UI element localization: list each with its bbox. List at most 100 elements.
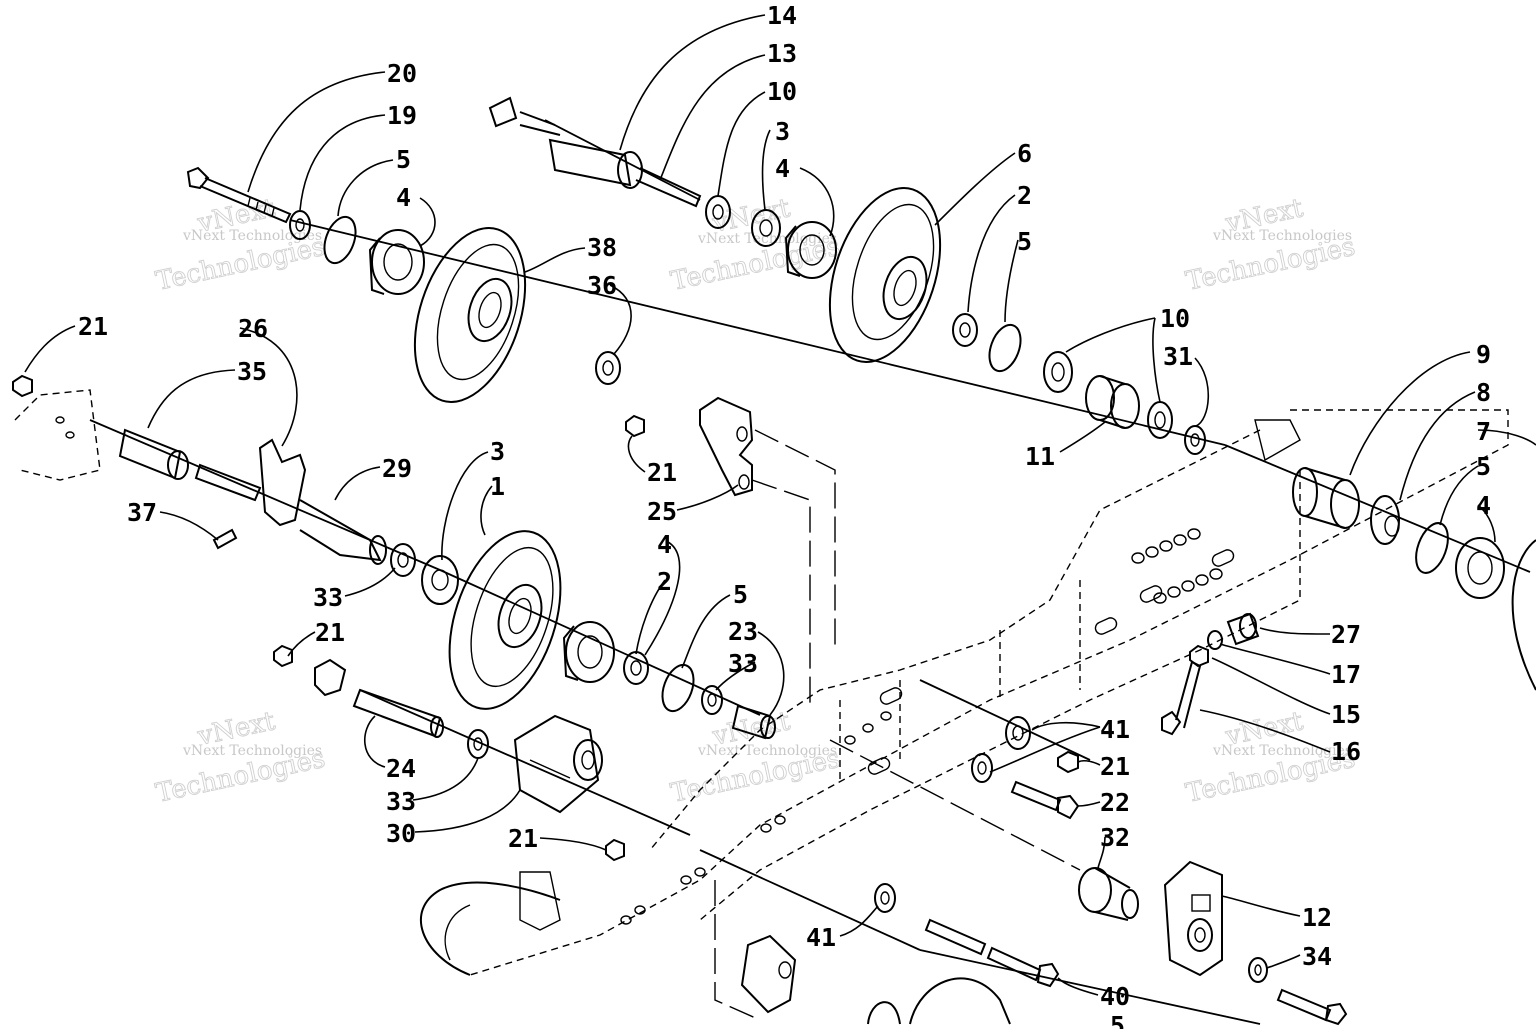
nut-21-lower xyxy=(605,838,625,862)
pivot-arm-26 xyxy=(194,438,387,565)
spacer-3-lower xyxy=(421,555,459,605)
washer-2-lower xyxy=(623,651,649,685)
idler-wheel-6 xyxy=(828,187,942,363)
washer-33 xyxy=(390,543,416,577)
callout-4: 4 xyxy=(1476,491,1491,520)
watermark-small-text: vNext Technologies xyxy=(182,228,322,244)
callout-20: 20 xyxy=(387,59,417,88)
bushing-10-right xyxy=(1147,401,1173,439)
idler-wheel-1 xyxy=(448,530,562,710)
callout-5: 5 xyxy=(1017,227,1032,256)
washer-31 xyxy=(1184,425,1206,455)
washer-5-bottom xyxy=(867,1001,901,1025)
callout-40: 40 xyxy=(1100,982,1130,1011)
callout-34: 34 xyxy=(1302,942,1332,971)
callout-16: 16 xyxy=(1331,737,1361,766)
callout-11: 11 xyxy=(1025,442,1055,471)
callout-41: 41 xyxy=(806,923,836,952)
pivot-block-30 xyxy=(513,714,603,814)
leader-lines xyxy=(24,14,1536,996)
callout-5: 5 xyxy=(1476,452,1491,481)
sleeve-23 xyxy=(731,704,776,740)
callout-21: 21 xyxy=(315,618,345,647)
snap-ring-5 xyxy=(323,215,357,265)
end-block-12 xyxy=(1163,860,1223,977)
callout-30: 30 xyxy=(386,819,416,848)
callout-5: 5 xyxy=(396,145,411,174)
callout-3: 3 xyxy=(490,437,505,466)
callout-1: 1 xyxy=(490,472,505,501)
callout-21: 21 xyxy=(647,458,677,487)
callout-9: 9 xyxy=(1476,340,1491,369)
callout-21: 21 xyxy=(1100,752,1130,781)
suspension-frame-rail xyxy=(14,389,1509,976)
washer-2 xyxy=(952,313,978,347)
sleeve-27 xyxy=(1226,612,1260,646)
bearing-4-top xyxy=(784,221,837,279)
bolt-40 xyxy=(924,918,1060,988)
callout-2: 2 xyxy=(1017,181,1032,210)
callout-12: 12 xyxy=(1302,903,1332,932)
grease-fitting-37 xyxy=(212,528,238,550)
spacer-36 xyxy=(595,351,621,385)
callout-5: 5 xyxy=(733,580,748,609)
bracket-25 xyxy=(699,396,754,497)
washer-17 xyxy=(1207,630,1223,650)
assembly-center-lines xyxy=(89,119,1531,1025)
callout-33: 33 xyxy=(386,787,416,816)
callout-14: 14 xyxy=(767,1,797,30)
nut-10 xyxy=(1043,351,1073,393)
callout-35: 35 xyxy=(237,357,267,386)
nut-21-mid xyxy=(625,414,645,438)
callout-31: 31 xyxy=(1163,342,1193,371)
callout-41: 41 xyxy=(1100,715,1130,744)
bolt-34 xyxy=(1276,988,1332,1022)
watermark-small-text: vNext Technologies xyxy=(697,743,837,759)
bearing-4 xyxy=(368,229,425,295)
shaft-13-14 xyxy=(488,96,702,208)
bracket-lower xyxy=(740,934,797,1014)
bolt-20 xyxy=(186,166,292,224)
sleeve-11 xyxy=(1085,375,1140,429)
washer-41 xyxy=(1005,716,1031,750)
callout-13: 13 xyxy=(767,39,797,68)
callout-33: 33 xyxy=(728,649,758,678)
frame-holes xyxy=(620,528,1235,925)
tube-24 xyxy=(352,688,444,738)
sleeve-35 xyxy=(118,428,189,480)
idler-wheel-38 xyxy=(413,227,527,403)
washer-19 xyxy=(289,210,311,240)
bolt-22 xyxy=(1010,780,1080,820)
washer-34 xyxy=(1248,957,1268,983)
callout-26: 26 xyxy=(238,314,268,343)
callout-37: 37 xyxy=(127,498,157,527)
callout-2: 2 xyxy=(657,567,672,596)
callout-23: 23 xyxy=(728,617,758,646)
bushing-32 xyxy=(1078,867,1139,921)
callout-21: 21 xyxy=(508,824,538,853)
callout-24: 24 xyxy=(386,754,416,783)
callout-8: 8 xyxy=(1476,378,1491,407)
callout-4: 4 xyxy=(396,183,411,212)
cam-block xyxy=(314,658,347,697)
snap-ring-5-lower xyxy=(661,663,695,713)
nut-21-right xyxy=(1057,750,1079,774)
snap-ring-5-upper xyxy=(988,323,1022,373)
spacer-9 xyxy=(1292,467,1360,529)
callout-36: 36 xyxy=(587,271,617,300)
bushing-8 xyxy=(1370,495,1400,545)
watermark-small-text: vNext Technologies xyxy=(182,743,322,759)
callout-21: 21 xyxy=(78,312,108,341)
callout-4: 4 xyxy=(775,154,790,183)
idler-wheel-7-partial xyxy=(1511,539,1536,691)
washer-33-lower xyxy=(701,685,723,715)
nut-15 xyxy=(1189,644,1209,668)
spacer-3 xyxy=(751,209,781,247)
callout-10: 10 xyxy=(767,77,797,106)
callout-6: 6 xyxy=(1017,139,1032,168)
parts xyxy=(12,96,1536,1026)
callout-17: 17 xyxy=(1331,660,1361,689)
callout-19: 19 xyxy=(387,101,417,130)
bolt-16 xyxy=(1161,660,1202,736)
bearing-4-right xyxy=(1455,537,1505,599)
